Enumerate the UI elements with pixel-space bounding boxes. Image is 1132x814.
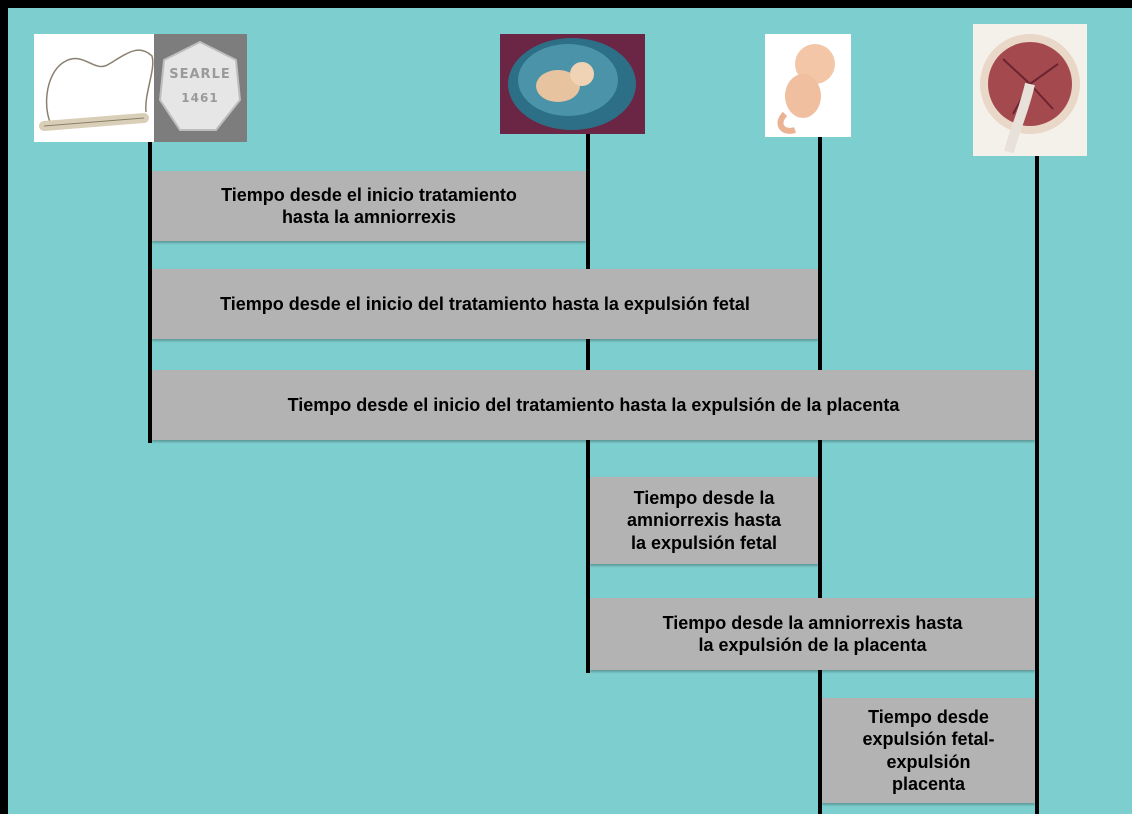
placenta-image bbox=[973, 24, 1087, 156]
amniotic-sac-image bbox=[500, 34, 645, 134]
timeline-line-placenta-expulsion bbox=[1035, 156, 1039, 814]
fetus-image bbox=[765, 34, 851, 137]
timeline-line-treatment-start bbox=[148, 142, 152, 443]
timeline-diagram: SEARLE 1461 Tiempo desde el inicio trat bbox=[8, 8, 1132, 814]
interval-bar: Tiempo desde la amniorrexis hasta la exp… bbox=[590, 598, 1035, 670]
svg-text:1461: 1461 bbox=[181, 91, 218, 105]
interval-bar: Tiempo desde expulsión fetal- expulsión … bbox=[822, 698, 1035, 803]
interval-bar: Tiempo desde la amniorrexis hasta la exp… bbox=[590, 477, 818, 564]
tablet-image: SEARLE 1461 bbox=[154, 34, 247, 142]
catheter-image bbox=[34, 34, 162, 142]
interval-bar: Tiempo desde el inicio del tratamiento h… bbox=[152, 370, 1035, 440]
svg-text:SEARLE: SEARLE bbox=[169, 67, 230, 82]
timeline-line-fetal-expulsion bbox=[818, 137, 822, 814]
interval-bar: Tiempo desde el inicio tratamiento hasta… bbox=[152, 171, 586, 241]
interval-bar: Tiempo desde el inicio del tratamiento h… bbox=[152, 269, 818, 339]
